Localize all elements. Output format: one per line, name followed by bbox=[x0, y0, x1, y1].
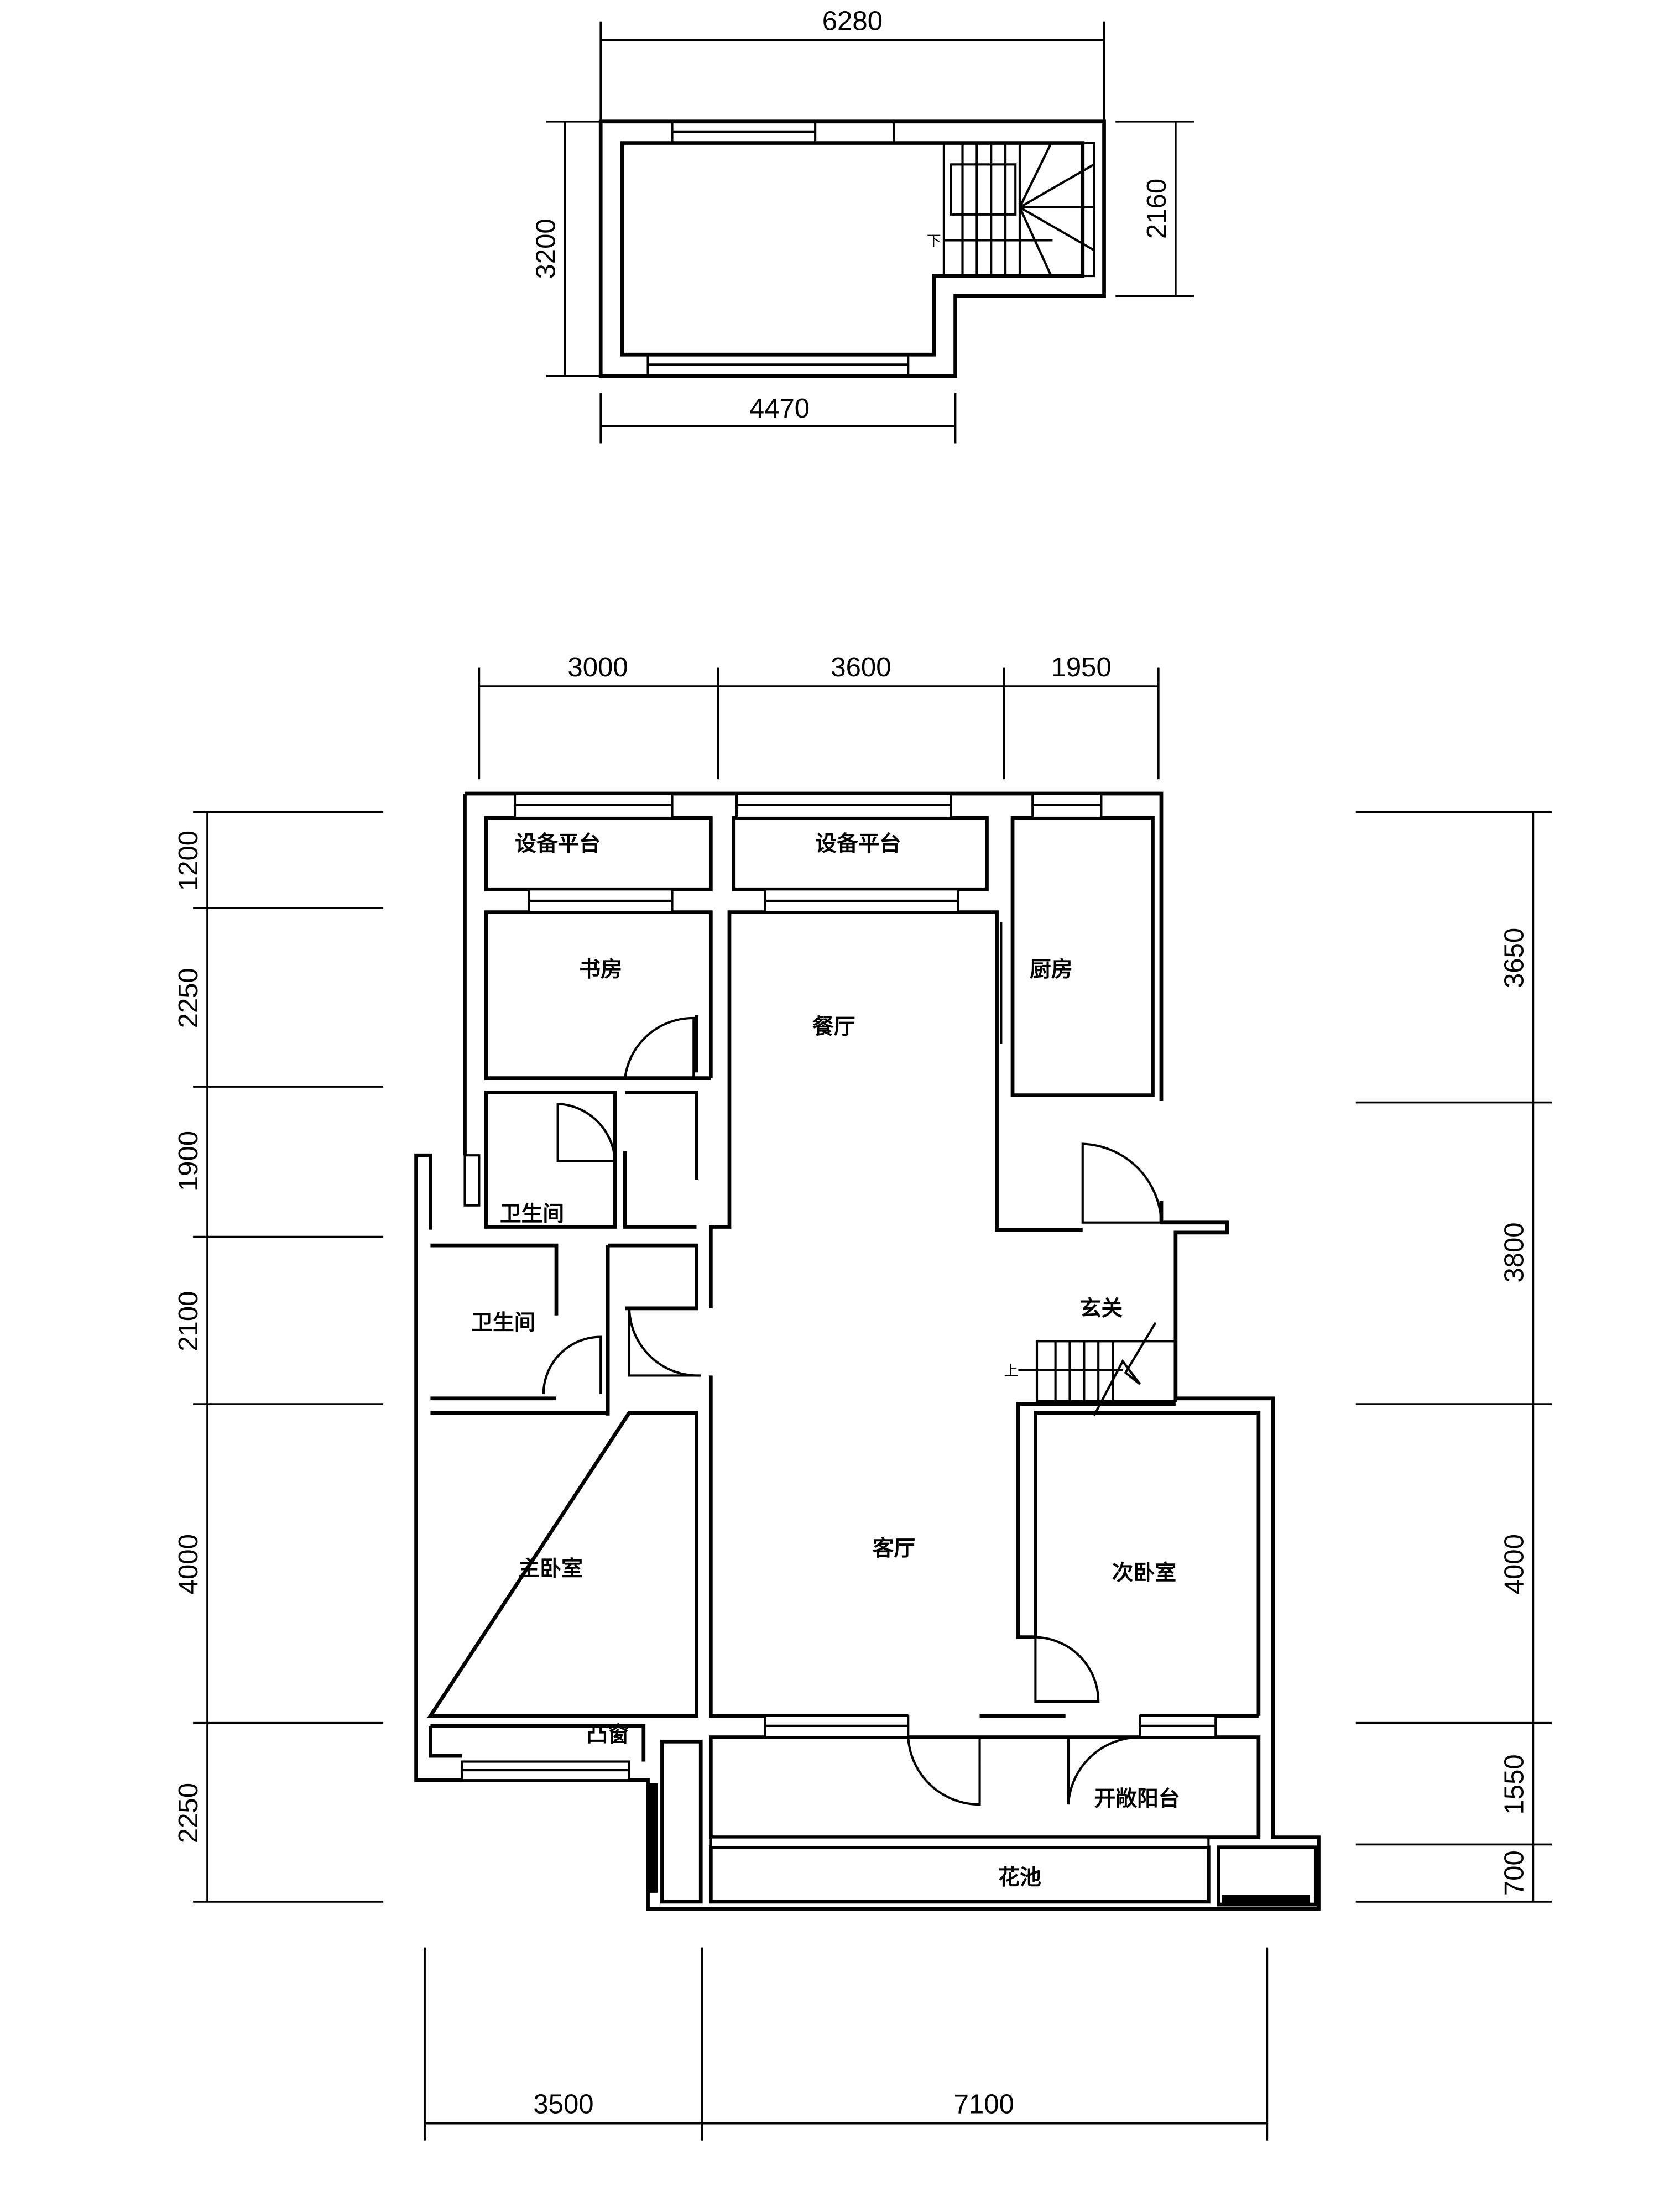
master-bedroom-label: 主卧室 bbox=[519, 1556, 583, 1581]
svg-text:7100: 7100 bbox=[954, 2090, 1014, 2120]
dimension-right bbox=[1355, 811, 1552, 1903]
upper-floor-plan: 下 6280 3200 2160 4470 bbox=[531, 6, 1194, 444]
kitchen-room bbox=[1010, 816, 1155, 1097]
bay-window-label: 凸窗 bbox=[586, 1722, 629, 1747]
svg-text:3500: 3500 bbox=[533, 2090, 593, 2120]
kitchen-label: 厨房 bbox=[1030, 957, 1073, 982]
door-bathroom-1[interactable] bbox=[556, 1102, 617, 1162]
doors bbox=[542, 1016, 1163, 1806]
dimension-top: 3000 3600 1950 bbox=[478, 653, 1160, 780]
equipment-platform-1-label: 设备平台 bbox=[515, 831, 601, 856]
foyer-label: 玄关 bbox=[1080, 1296, 1123, 1321]
svg-text:3800: 3800 bbox=[1499, 1222, 1529, 1282]
svg-text:4470: 4470 bbox=[749, 394, 810, 424]
bathroom-1-label: 卫生间 bbox=[500, 1202, 564, 1227]
svg-text:4000: 4000 bbox=[174, 1534, 204, 1594]
main-floor-plan: 上 设备平台 设备平台 书房 餐厅 厨房 卫生间 卫生间 玄关 主卧室 客厅 次… bbox=[174, 653, 1552, 2141]
stair-up-label: 上 bbox=[1004, 1363, 1019, 1379]
upper-stair bbox=[942, 142, 1095, 278]
upper-dimension-left: 3200 bbox=[531, 120, 601, 377]
svg-text:2100: 2100 bbox=[174, 1291, 204, 1351]
svg-text:6280: 6280 bbox=[822, 6, 883, 36]
master-bedroom-room bbox=[427, 1411, 698, 1718]
door-entrance[interactable] bbox=[1081, 1142, 1163, 1224]
upper-dimension-right: 2160 bbox=[1115, 120, 1194, 298]
outer-wall bbox=[414, 791, 1321, 1911]
upper-outer-wall bbox=[598, 119, 1106, 378]
dimension-bottom bbox=[424, 1947, 1269, 2141]
svg-text:1550: 1550 bbox=[1499, 1754, 1529, 1814]
door-bathroom-2[interactable] bbox=[542, 1335, 602, 1395]
svg-text:3200: 3200 bbox=[531, 218, 561, 279]
door-balcony-2[interactable] bbox=[1067, 1736, 1140, 1805]
svg-text:3000: 3000 bbox=[567, 653, 628, 682]
svg-text:3600: 3600 bbox=[831, 653, 891, 682]
study-room bbox=[484, 910, 713, 1080]
planter-label: 花池 bbox=[998, 1865, 1041, 1890]
entry-stair bbox=[1018, 1322, 1177, 1416]
svg-text:1200: 1200 bbox=[174, 831, 204, 891]
stair-down-label: 下 bbox=[927, 233, 941, 250]
door-master-bedroom[interactable] bbox=[628, 1308, 701, 1377]
svg-text:4000: 4000 bbox=[1499, 1534, 1529, 1594]
svg-text:2250: 2250 bbox=[174, 1783, 204, 1843]
dining-label: 餐厅 bbox=[812, 1014, 855, 1039]
second-bedroom-room bbox=[1016, 1402, 1261, 1716]
open-balcony-label: 开敞阳台 bbox=[1094, 1787, 1180, 1812]
planter-area bbox=[708, 1845, 1211, 1904]
svg-text:1950: 1950 bbox=[1051, 653, 1112, 682]
bathroom-2-room bbox=[430, 1243, 698, 1416]
side-wall bbox=[660, 1739, 703, 1904]
windows bbox=[461, 792, 1310, 1906]
upper-dimension-bottom: 4470 bbox=[599, 393, 957, 444]
svg-text:3650: 3650 bbox=[1499, 928, 1529, 988]
door-balcony-1[interactable] bbox=[907, 1737, 981, 1806]
bay-window-area bbox=[429, 1724, 646, 1762]
door-second-bedroom[interactable] bbox=[1034, 1636, 1100, 1703]
upper-dimension-top: 6280 bbox=[599, 6, 1105, 122]
svg-text:2250: 2250 bbox=[174, 968, 204, 1028]
equipment-platform-2-label: 设备平台 bbox=[815, 831, 901, 856]
second-bedroom-label: 次卧室 bbox=[1112, 1561, 1176, 1585]
dimension-left bbox=[193, 811, 384, 1903]
study-label: 书房 bbox=[579, 957, 622, 982]
svg-text:700: 700 bbox=[1499, 1850, 1529, 1896]
bathroom-1-room bbox=[484, 1091, 698, 1229]
upper-inner-wall bbox=[620, 141, 1085, 357]
window bbox=[671, 120, 817, 144]
svg-text:1900: 1900 bbox=[174, 1131, 204, 1191]
svg-text:2160: 2160 bbox=[1142, 179, 1172, 239]
bathroom-2-label: 卫生间 bbox=[471, 1311, 535, 1335]
door-study[interactable] bbox=[624, 1016, 695, 1078]
living-room-label: 客厅 bbox=[873, 1536, 916, 1561]
window bbox=[646, 353, 910, 378]
